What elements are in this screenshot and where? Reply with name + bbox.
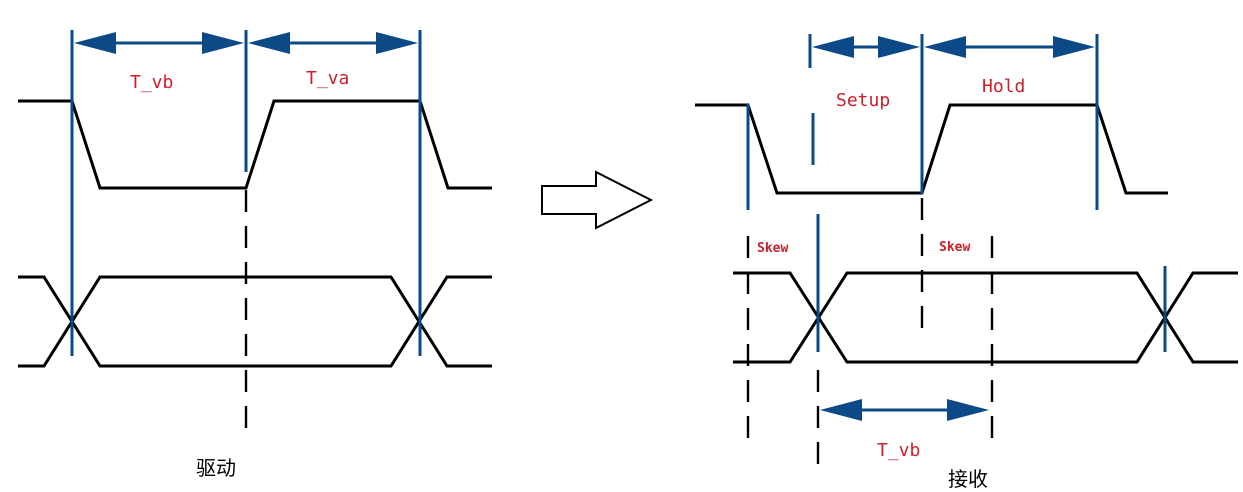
driver-diagram: T_vb T_va 驱动 [18,30,492,480]
receiver-setup-arrow [812,36,920,58]
receiver-skew-left-label: Skew [757,241,788,256]
receiver-diagram: Setup Hold Skew Skew T_vb 接收 [695,34,1238,491]
receiver-caption: 接收 [948,467,988,491]
receiver-hold-label: Hold [982,76,1025,97]
driver-caption: 驱动 [196,456,236,480]
transition-arrow-icon [541,170,654,230]
driver-tvb-label: T_vb [130,72,173,93]
driver-tva-label: T_va [306,68,349,89]
receiver-data-eye [733,271,1238,364]
receiver-hold-arrow [924,36,1095,58]
receiver-setup-label: Setup [836,90,890,111]
receiver-skew-right-label: Skew [939,240,970,255]
driver-clock-waveform [18,99,492,190]
driver-tva-arrow [248,32,418,54]
driver-tvb-arrow [74,32,244,54]
receiver-clock-waveform [695,103,1168,195]
receiver-tvb-arrow [820,399,989,421]
receiver-tvb-label: T_vb [877,440,920,461]
